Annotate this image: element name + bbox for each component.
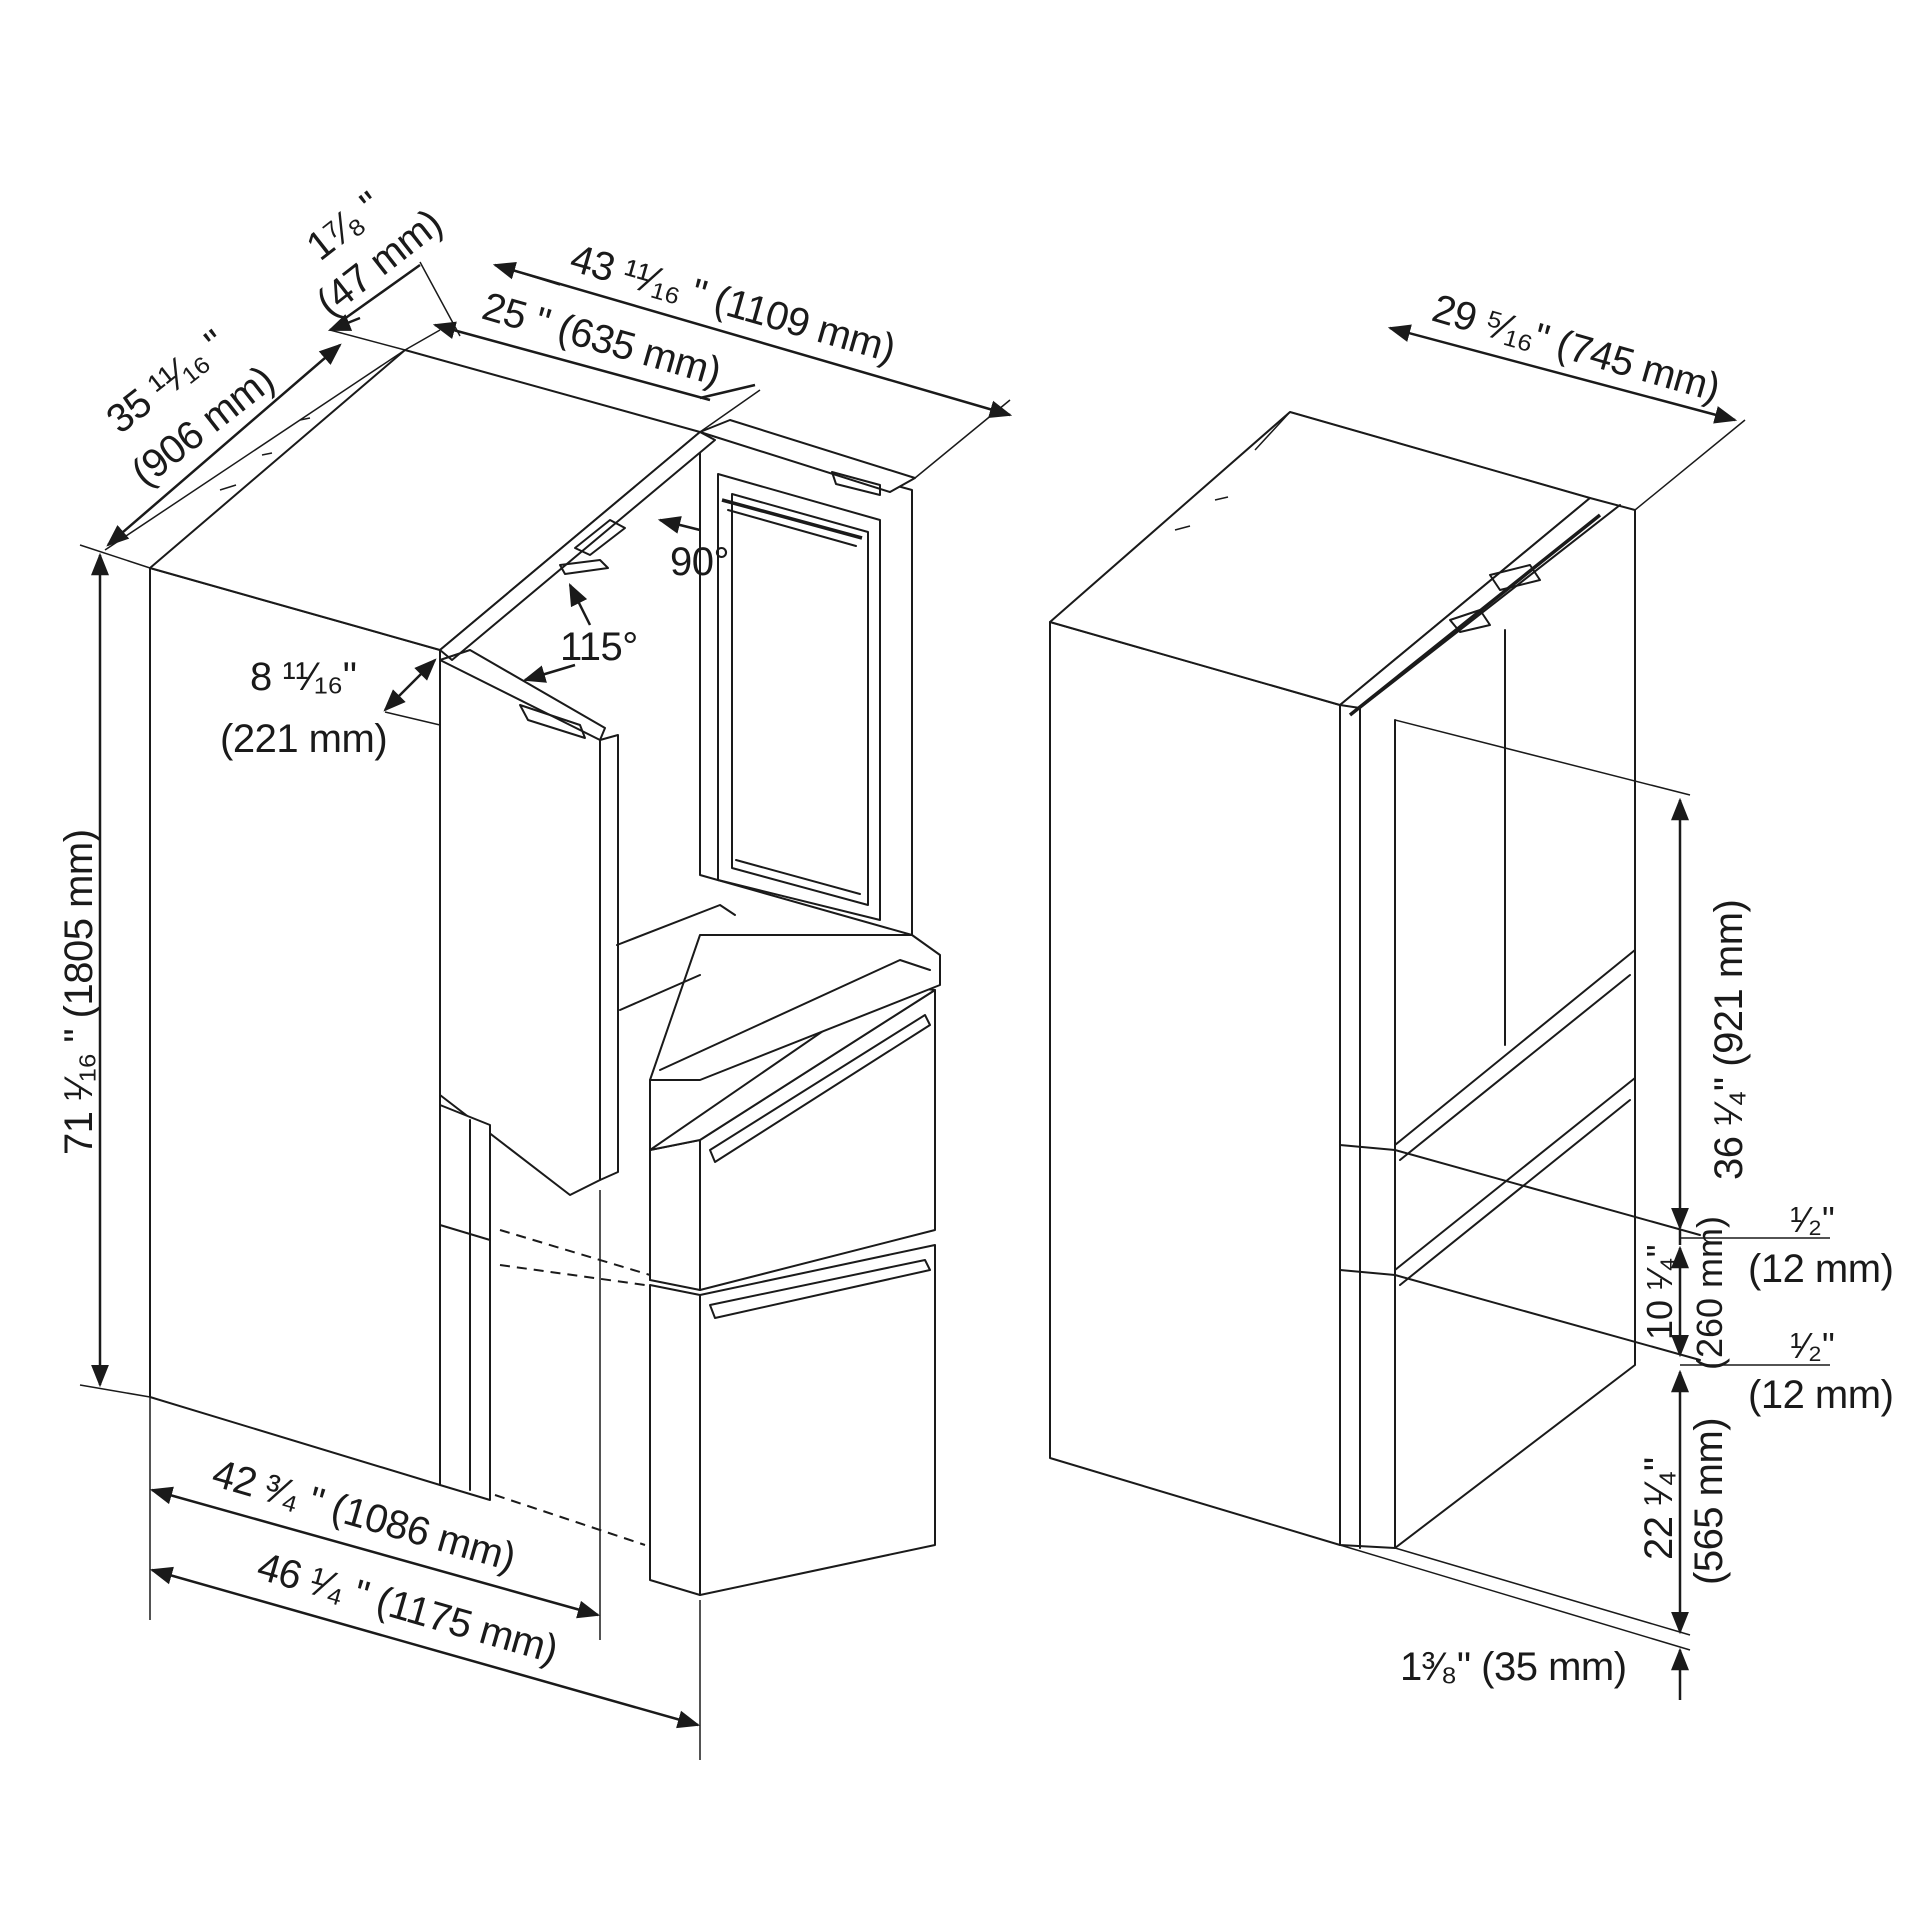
left-fridge-drawing (149, 349, 941, 1596)
label-angle-90: 90° (670, 540, 729, 584)
label-angle-115: 115° (560, 625, 638, 669)
label-upper-section: 36 ¹⁄₄" (921 mm) (1707, 900, 1751, 1180)
label-gap-bottom-inch: ¹⁄₂" (1790, 1325, 1835, 1366)
label-door-swing-mm: (221 mm) (220, 717, 387, 761)
right-dimensions (1387, 324, 1830, 1700)
left-cabinet-side (149, 567, 441, 1486)
label-lower-inch: 22 ¹⁄₄" (1637, 1457, 1681, 1560)
label-door-swing-inch: 8 ¹¹⁄₁₆" (250, 655, 357, 699)
label-middle-mm: (260 mm) (1689, 1216, 1730, 1370)
right-fridge-drawing (1049, 411, 1746, 1651)
label-width: 29 ⁵⁄₁₆" (745 mm) (1428, 286, 1725, 410)
upper-drawer-top (649, 984, 936, 1151)
label-gap-top-mm: (12 mm) (1748, 1247, 1893, 1291)
left-open-door (439, 659, 601, 1196)
lower-drawer-front (649, 1244, 936, 1596)
left-dimensions (79, 261, 1013, 1760)
label-middle-inch: 10 ¹⁄₄" (1639, 1244, 1680, 1340)
label-depth-door-115: 46 ¹⁄₄ " (1175 mm) (253, 1544, 563, 1672)
left-open-door-edge (599, 734, 619, 1181)
label-gap-top-inch: ¹⁄₂" (1790, 1199, 1835, 1240)
label-base-clearance: 1³⁄₈" (35 mm) (1400, 1645, 1627, 1689)
label-height: 71 ¹⁄₁₆ " (1805 mm) (57, 829, 101, 1155)
left-lower-door (439, 1104, 491, 1501)
label-gap-bottom-mm: (12 mm) (1748, 1373, 1893, 1417)
right-cabinet-side (1049, 621, 1341, 1546)
label-lower-mm: (565 mm) (1687, 1418, 1731, 1585)
